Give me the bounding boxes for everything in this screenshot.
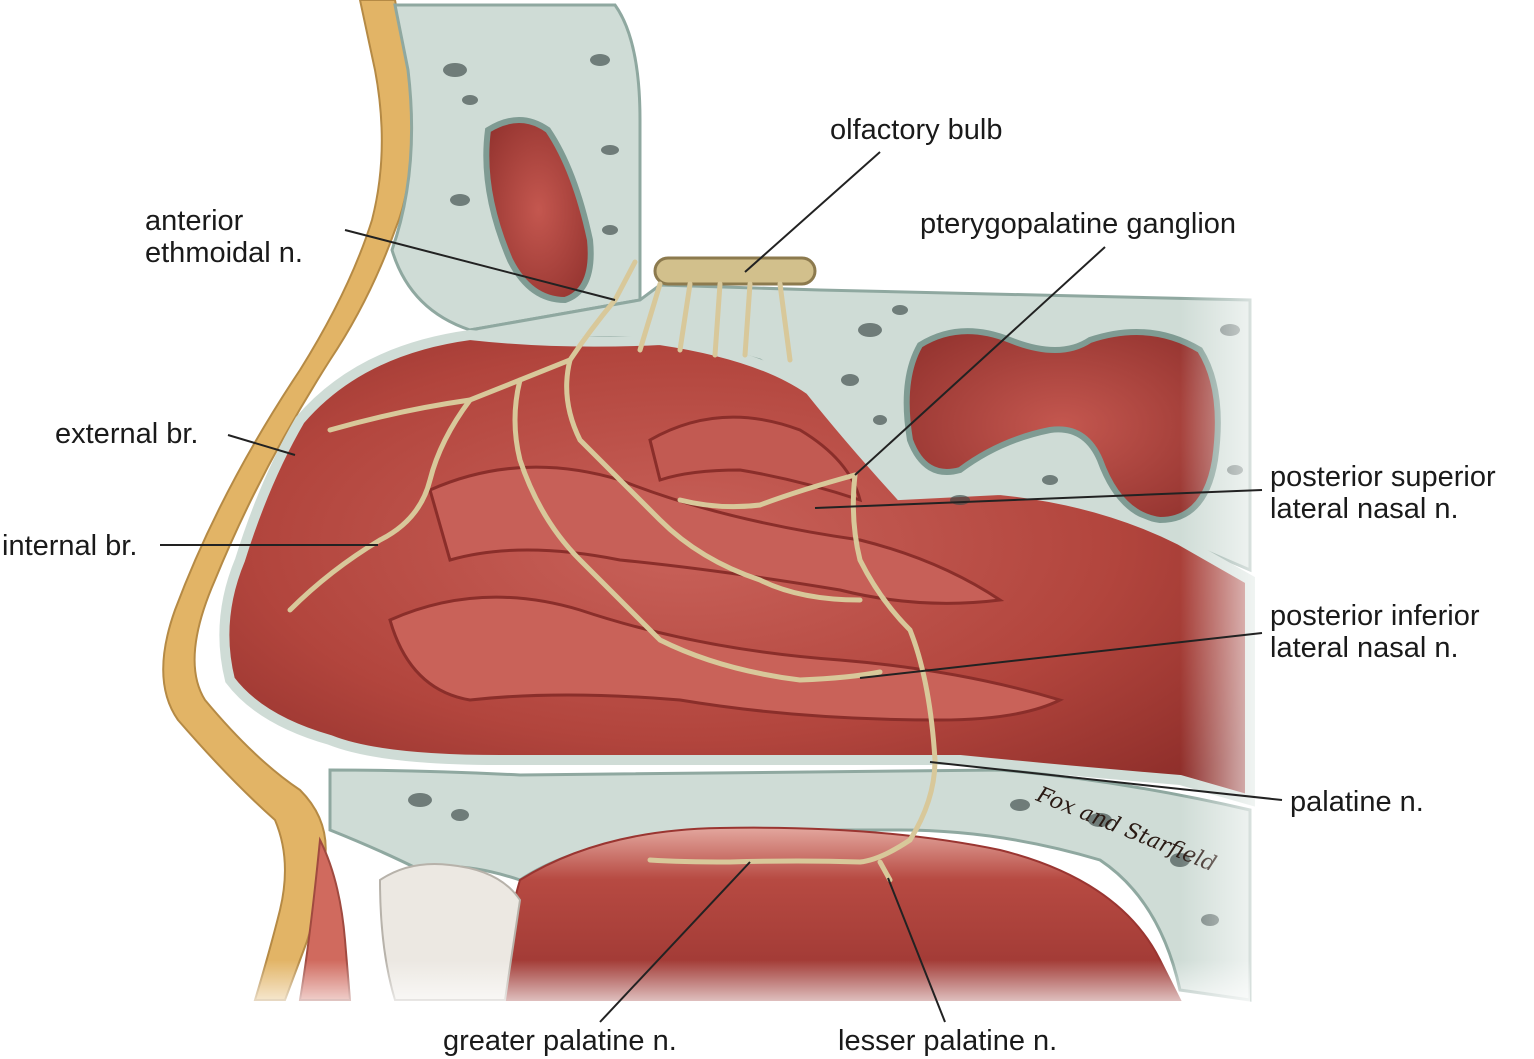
label-posterior-inferior-line2: lateral nasal n. bbox=[1270, 632, 1459, 664]
frontal-sinus bbox=[483, 117, 594, 304]
label-greater-palatine: greater palatine n. bbox=[443, 1025, 677, 1057]
label-lesser-palatine: lesser palatine n. bbox=[838, 1025, 1058, 1057]
leader-palatine bbox=[929, 761, 1283, 801]
sphenoid-sinus bbox=[903, 328, 1221, 524]
label-anterior-ethmoidal-line2: ethmoidal n. bbox=[145, 237, 303, 269]
label-anterior-ethmoidal: anterior ethmoidal n. bbox=[145, 205, 303, 269]
label-posterior-superior-line1: posterior superior bbox=[1270, 461, 1496, 493]
superior-turbinate bbox=[648, 415, 863, 503]
leader-posterior-inferior bbox=[859, 632, 1263, 679]
label-external-br: external br. bbox=[55, 418, 199, 450]
label-internal-br: internal br. bbox=[2, 530, 138, 562]
label-pterygopalatine-ganglion: pterygopalatine ganglion bbox=[920, 208, 1237, 240]
leader-pterygopalatine bbox=[854, 246, 1106, 476]
leader-lines bbox=[160, 151, 1283, 1023]
leader-external-br bbox=[227, 434, 296, 456]
label-palatine-n: palatine n. bbox=[1290, 786, 1424, 818]
nerve-branches bbox=[287, 259, 938, 883]
leader-anterior-ethmoidal bbox=[344, 229, 616, 301]
label-posterior-superior: posterior superior lateral nasal n. bbox=[1270, 461, 1496, 525]
label-posterior-inferior: posterior inferior lateral nasal n. bbox=[1270, 600, 1480, 664]
label-posterior-superior-line2: lateral nasal n. bbox=[1270, 493, 1459, 525]
leader-olfactory-bulb bbox=[744, 151, 881, 273]
leader-posterior-superior bbox=[814, 489, 1263, 509]
label-posterior-inferior-line1: posterior inferior bbox=[1270, 600, 1480, 632]
leader-lesser-palatine bbox=[887, 877, 946, 1023]
inferior-turbinate bbox=[388, 595, 1065, 722]
label-olfactory-bulb: olfactory bulb bbox=[830, 114, 1003, 146]
label-anterior-ethmoidal-line1: anterior bbox=[145, 205, 244, 237]
leader-greater-palatine bbox=[599, 861, 751, 1023]
olfactory-bulb-shape bbox=[653, 256, 817, 286]
